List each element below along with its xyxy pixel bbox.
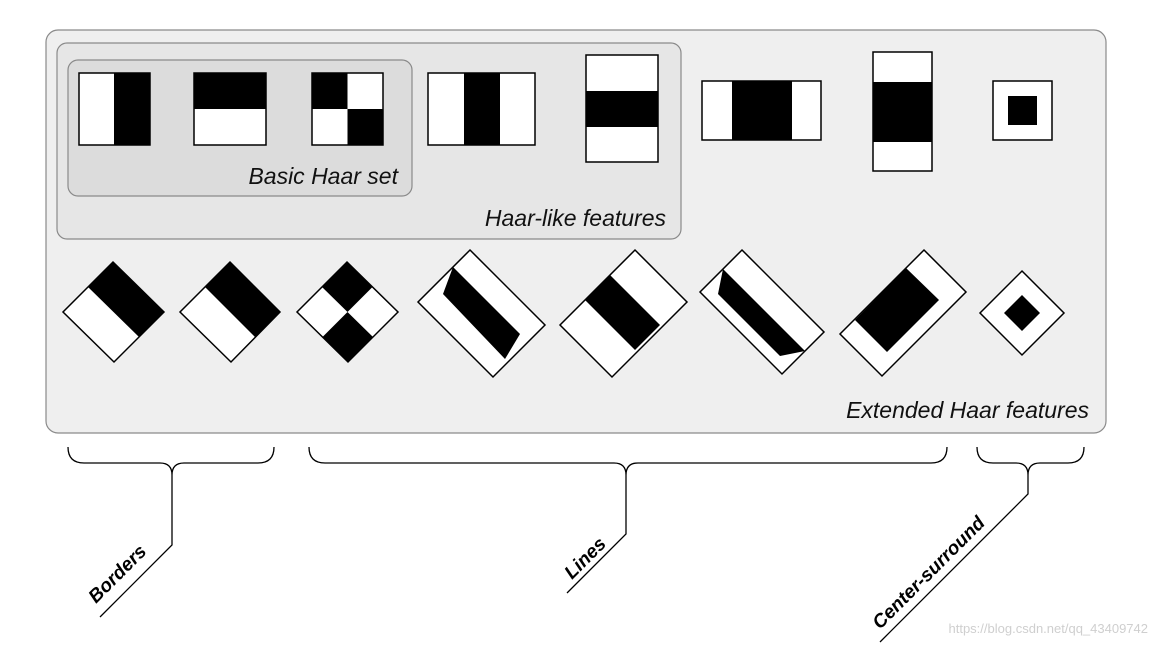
feature-checkerboard bbox=[311, 72, 384, 146]
feature-line-horizontal bbox=[585, 54, 659, 163]
group-label-borders: Borders bbox=[85, 541, 151, 607]
feature-rotated-center-surround bbox=[978, 269, 1066, 357]
brace-lines bbox=[308, 446, 948, 476]
feature-edge-vertical bbox=[78, 72, 151, 146]
caption-extended-haar-features: Extended Haar features bbox=[846, 397, 1089, 423]
feature-rotated-edge-2 bbox=[178, 260, 282, 364]
brace-borders bbox=[67, 446, 275, 476]
feature-rotated-edge-1 bbox=[61, 260, 166, 364]
feature-line-vertical bbox=[427, 72, 536, 146]
caption-basic-haar-set: Basic Haar set bbox=[248, 163, 399, 189]
feature-center-surround bbox=[992, 80, 1053, 141]
feature-rotated-wide-line-2 bbox=[838, 248, 968, 378]
feature-rotated-line-1 bbox=[416, 248, 547, 379]
caption-haar-like-features: Haar-like features bbox=[485, 205, 667, 231]
feature-rotated-line-2 bbox=[558, 248, 689, 379]
feature-wide-line-horizontal bbox=[872, 51, 933, 172]
lines-leader-line bbox=[566, 475, 627, 594]
feature-edge-horizontal bbox=[193, 72, 267, 146]
watermark-url: https://blog.csdn.net/qq_43409742 bbox=[949, 621, 1149, 636]
borders-leader-line bbox=[99, 475, 173, 618]
feature-rotated-checkerboard bbox=[295, 260, 400, 364]
center-surround-leader-line bbox=[879, 475, 1029, 643]
brace-center-surround bbox=[976, 446, 1085, 476]
group-label-lines: Lines bbox=[561, 534, 611, 584]
group-label-center-surround: Center-surround bbox=[869, 512, 990, 633]
feature-rotated-wide-line-1 bbox=[698, 248, 826, 376]
feature-wide-line-vertical bbox=[701, 80, 822, 141]
